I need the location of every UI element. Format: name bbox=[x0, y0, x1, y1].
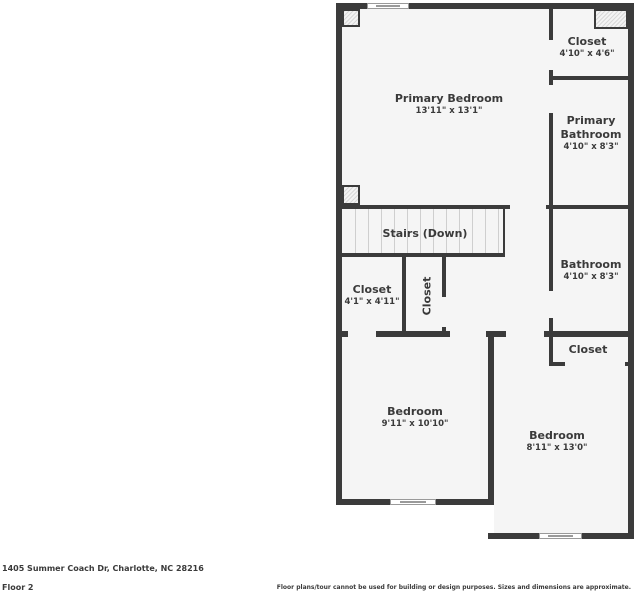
door-bathroom bbox=[549, 291, 553, 318]
wall-outer-left bbox=[336, 3, 342, 505]
room-dimensions: 9'11" x 10'10" bbox=[381, 418, 449, 429]
window-primary-bedroom bbox=[367, 3, 409, 9]
door-closet-primary bbox=[549, 40, 553, 70]
room-name: Closet bbox=[567, 34, 607, 48]
label-bathroom: Bathroom 4'10" x 8'3" bbox=[561, 258, 622, 282]
room-name: Closet bbox=[568, 343, 608, 357]
property-address: 1405 Summer Coach Dr, Charlotte, NC 2821… bbox=[2, 564, 204, 573]
room-name: Primary Bedroom bbox=[394, 91, 504, 105]
room-dimensions: 8'11" x 13'0" bbox=[526, 442, 588, 453]
room-name: Bedroom bbox=[529, 428, 585, 442]
floor-label: Floor 2 bbox=[2, 583, 34, 592]
door-closet-narrow bbox=[442, 297, 446, 327]
room-name: Bathroom bbox=[560, 257, 622, 271]
room-dimensions: 4'1" x 4'11" bbox=[344, 296, 400, 307]
door-bedroom-right bbox=[506, 331, 544, 337]
wall-closet-right-left bbox=[549, 337, 553, 366]
door-primary-bedroom bbox=[510, 205, 546, 209]
wall-outer-top bbox=[336, 3, 634, 9]
door-closet-right bbox=[565, 362, 625, 366]
hatch-chase-top-left bbox=[342, 9, 360, 27]
room-name-line1: Primary bbox=[566, 113, 616, 127]
room-bathroom bbox=[553, 209, 628, 331]
room-primary-bedroom bbox=[342, 9, 549, 205]
room-dimensions: 4'10" x 8'3" bbox=[563, 271, 619, 282]
label-closet-hall-narrow: Closet bbox=[420, 276, 434, 316]
hatch-chase-bottom-left bbox=[342, 185, 360, 205]
label-stairs: Stairs (Down) bbox=[383, 227, 468, 241]
room-dimensions: 13'11" x 13'1" bbox=[415, 105, 483, 116]
label-closet-hall-left: Closet 4'1" x 4'11" bbox=[344, 283, 399, 307]
label-bedroom-left: Bedroom 9'11" x 10'10" bbox=[382, 405, 449, 429]
room-primary-bathroom bbox=[553, 80, 628, 205]
label-closet-primary: Closet 4'10" x 4'6" bbox=[559, 35, 614, 59]
disclaimer: Floor plans/tour cannot be used for buil… bbox=[276, 584, 631, 591]
room-dimensions: 4'10" x 8'3" bbox=[563, 141, 619, 152]
wall-closet-left-right bbox=[402, 257, 406, 335]
wall-closet-primary-bottom bbox=[549, 76, 628, 80]
window-bedroom-left bbox=[390, 499, 436, 505]
room-bedroom-left bbox=[342, 337, 488, 499]
label-bedroom-right: Bedroom 8'11" x 13'0" bbox=[527, 429, 588, 453]
wall-bedrooms-divider bbox=[488, 331, 494, 505]
floor-plan: Primary Bedroom 13'11" x 13'1" Closet 4'… bbox=[336, 3, 634, 539]
wall-horizontal-mid bbox=[342, 205, 628, 209]
hatch-chase-top-right bbox=[594, 9, 628, 29]
room-bedroom-right bbox=[494, 337, 628, 533]
room-name: Closet bbox=[352, 282, 392, 296]
wall-closet-narrow-right bbox=[442, 257, 446, 335]
window-bedroom-right bbox=[539, 533, 582, 539]
wall-stairs-right bbox=[503, 209, 505, 257]
door-primary-bathroom bbox=[549, 85, 553, 113]
door-closet-left bbox=[348, 331, 376, 337]
label-primary-bedroom: Primary Bedroom 13'11" x 13'1" bbox=[395, 92, 503, 116]
room-name: Stairs (Down) bbox=[382, 227, 468, 241]
label-closet-bedroom-right: Closet bbox=[569, 343, 608, 357]
wall-outer-right bbox=[628, 3, 634, 539]
wall-stairs-bottom bbox=[342, 253, 505, 257]
label-primary-bathroom: Primary Bathroom 4'10" x 8'3" bbox=[561, 114, 622, 152]
room-dimensions: 4'10" x 4'6" bbox=[559, 48, 615, 59]
wall-bathroom-left bbox=[549, 209, 553, 337]
room-name: Bedroom bbox=[387, 404, 443, 418]
room-name-line2: Bathroom bbox=[560, 127, 622, 141]
door-bedroom-left bbox=[450, 331, 486, 337]
